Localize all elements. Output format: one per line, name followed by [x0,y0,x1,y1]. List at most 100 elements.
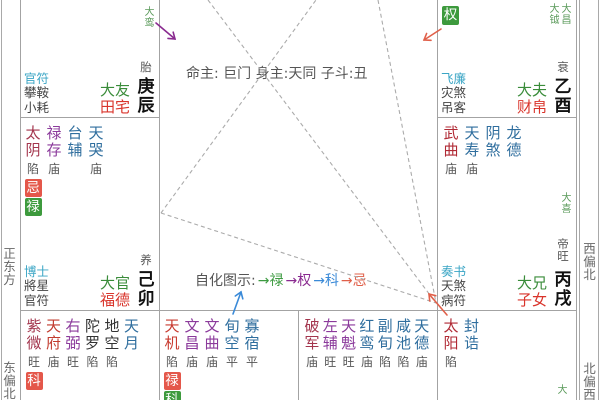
changsheng-stage: 胎 [140,59,152,74]
sihua-badge-ke: 科 [25,372,43,390]
self-transform-legend: 自化图示:→禄→权→科→忌 [195,272,367,290]
star-name: 台辅 [67,124,83,159]
legend-quan-label: 权 [297,273,312,289]
palace-you[interactable]: 权 大钺 大昌 飞廉 灾煞 吊客 大夫 财帛 衰 乙酉 [437,0,577,118]
star: 封诰 [463,318,481,369]
star-name: 破军 [304,317,320,352]
star-brightness: 平 [225,355,238,369]
star-name: 右弼 [65,317,81,352]
suiqian-star: 將星 [24,278,50,293]
star-name: 天府 [45,317,61,352]
right-inner-border-line [579,0,580,400]
star-name: 封诰 [463,317,479,352]
star: 天德 庙 [413,317,431,370]
palace-zi[interactable]: 破军 庙 左辅 旺 天魁 旺 红鸾 庙 副旬 陷 咸池 陷 [298,310,438,400]
star: 台辅 [66,125,84,216]
star: 武曲 庙 [442,125,460,177]
star-brightness: 庙 [185,355,198,369]
star: 阴煞 [484,125,502,176]
star-name: 太阴 [25,124,41,159]
palace-yin[interactable]: 紫微 旺 科 天府 庙 右弼 旺 陀罗 陷 地空 陷 [20,310,160,400]
palace-name: 福德 [99,290,130,309]
star-brightness: 陷 [86,355,99,369]
star: 紫微 旺 科 [25,318,43,390]
decade-palace-name: 大友 [99,81,130,99]
suiqian-star: 攀鞍 [24,85,50,100]
star: 陀罗 陷 [84,318,102,390]
flow-stars: 大鸾 [144,7,155,29]
star-brightness: 庙 [47,355,60,369]
star-brightness: 庙 [305,355,318,369]
sihua-badge-ji: 忌 [24,179,42,197]
palace-gods: 官符 攀鞍 小耗 [24,71,50,116]
star: 龙德 [505,125,523,176]
stem-branch: 胎 庚辰 [136,59,156,116]
star: 天月 [123,318,141,390]
star: 太阴 陷 忌 禄 [24,125,42,216]
star-brightness: 陷 [444,355,457,369]
sihua-badge-ke: 科 [163,391,181,400]
star-name: 龙德 [506,124,522,159]
star-name: 阴煞 [485,124,501,159]
palace-mao[interactable]: 太阴 陷 忌 禄 禄存 庙 台辅 天哭 庙 博士 將星 [20,117,160,311]
star-brightness: 庙 [205,355,218,369]
jiangqian-star: 病符 [441,292,467,308]
flow-stars: 大喜 [561,193,572,215]
boshi-god: 飞廉 [441,70,467,86]
changsheng-stage: 养 [140,252,152,267]
suiqian-star: 灾煞 [441,85,467,100]
palace-hai[interactable]: 太阳 陷 封诰 大 [437,310,577,400]
star-name: 天德 [414,317,430,352]
star-name: 天机 [164,317,180,352]
star-brightness: 平 [245,355,258,369]
palace-chou[interactable]: 天机 陷 禄 科 文昌 庙 文曲 庙 旬空 平 寡宿 平 [159,310,299,400]
star-list: 太阴 陷 忌 禄 禄存 庙 台辅 天哭 庙 [24,125,105,216]
sihua-badge-lu: 禄 [163,372,181,390]
star-brightness: 陷 [26,162,39,176]
legend-label: 自化图示: [195,273,256,289]
star-name: 文曲 [204,317,220,352]
legend-item-ke: →科 [313,273,339,289]
star-brightness: 庙 [47,162,60,176]
palace-chen[interactable]: 大鸾 官符 攀鞍 小耗 大友 田宅 胎 庚辰 [20,0,160,118]
star: 禄存 庙 [45,125,63,216]
decade-palace-name: 大官 [99,274,130,292]
flow-star: 大 [557,385,568,396]
star: 天魁 旺 [340,317,358,370]
palace-xu[interactable]: 武曲 庙 天寿 庙 阴煞 龙德 大喜 奏书 天煞 病符 大兄 [437,117,577,311]
flow-stars: 大钺 大昌 [549,4,572,26]
star-brightness: 陷 [105,355,118,369]
star-name: 天寿 [464,124,480,159]
direction-label-west-north: 西偏北 [583,241,596,282]
decade-palace-name: 大兄 [516,274,547,292]
star-name: 天月 [123,317,139,352]
flow-star: 大鸾 [144,7,155,29]
legend-item-ji: →忌 [341,273,367,289]
star-list: 武曲 庙 天寿 庙 阴煞 龙德 [442,124,523,177]
flow-star: 大钺 [549,4,560,26]
ganzhi: 庚辰 [137,77,155,116]
legend-ji-label: 忌 [352,273,367,289]
changsheng-stage: 帝旺 [557,237,569,263]
boshi-god: 博士 [24,263,50,279]
sihua-badge-quan: 权 [442,6,459,25]
star: 文昌 庙 [183,318,201,400]
star-brightness: 陷 [165,355,178,369]
star-name: 红鸾 [359,317,375,352]
arrow-icon: → [285,273,298,289]
star-name: 地空 [104,317,120,352]
flow-stars: 大 [557,385,568,397]
star: 文曲 庙 [203,318,221,400]
palace-names: 大友 田宅 [100,82,130,115]
palace-gods: 飞廉 灾煞 吊客 [441,70,467,116]
star: 副旬 陷 [376,318,394,370]
suiqian-star: 天煞 [441,278,467,293]
star-list: 太阳 陷 封诰 [442,318,481,370]
star-name: 天魁 [341,317,357,352]
legend-lu-label: 禄 [269,273,284,289]
palace-names: 大兄 子女 [517,275,547,308]
star: 红鸾 庙 [358,317,376,370]
jiangqian-star: 吊客 [441,99,467,115]
direction-label-east-north: 东偏北 [3,360,16,400]
